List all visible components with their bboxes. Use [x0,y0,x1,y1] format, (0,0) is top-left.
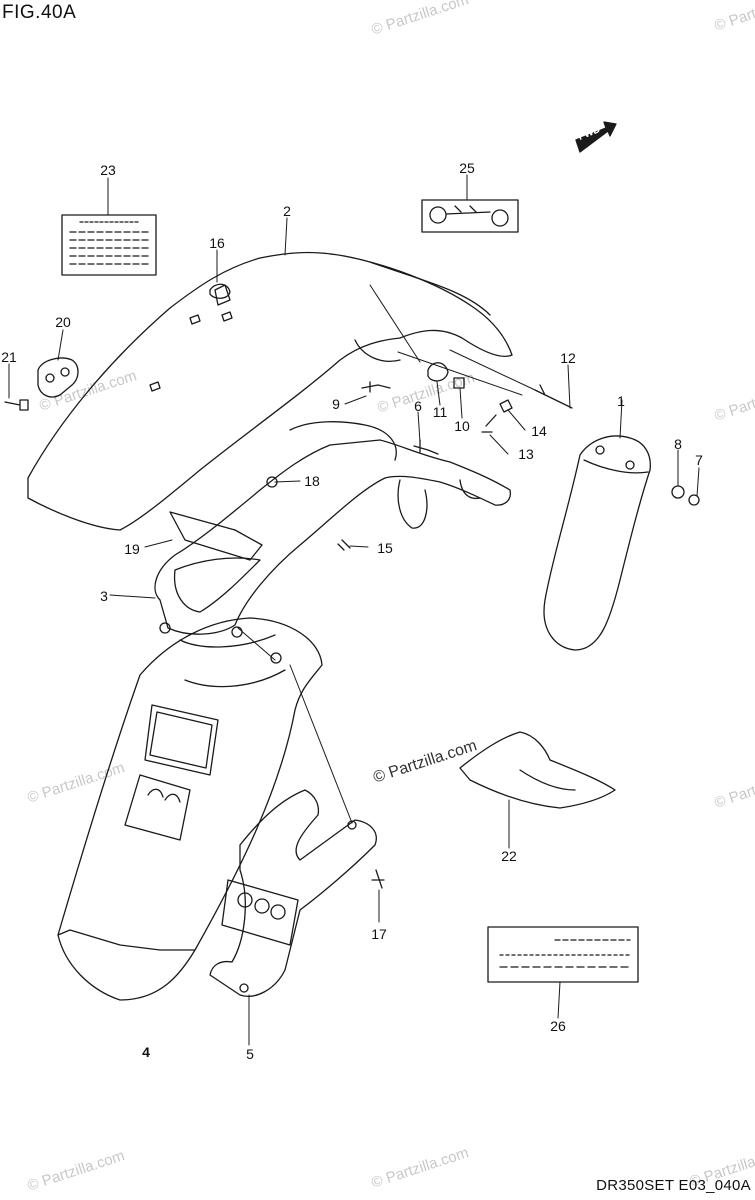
part-3-frame [154,421,511,638]
callout-21: 21 [1,349,17,365]
callout-22: 22 [501,848,517,864]
callout-8: 8 [674,436,682,452]
callout-13: 13 [518,446,534,462]
callout-6: 6 [414,398,422,414]
part-1-mud-flap [543,435,651,651]
callout-17: 17 [371,926,387,942]
callout-16: 16 [209,235,225,251]
callout-26: 26 [550,1018,566,1034]
callout-4: 4 [142,1044,150,1060]
callout-5: 5 [246,1046,254,1062]
part-20-bracket [37,357,79,398]
callout-1: 1 [617,393,625,409]
part-5-bracket [209,789,377,997]
part-26-label [487,926,639,983]
part-19-plate [169,511,263,561]
callout-14: 14 [531,423,547,439]
callout-23: 23 [100,162,116,178]
callout-2: 2 [283,203,291,219]
part-4-inner-fender [57,617,323,1001]
hardware-bolts [4,283,700,889]
callout-7: 7 [695,452,703,468]
part-2-rear-fender [27,251,513,531]
part-22-flap [459,731,616,809]
callout-19: 19 [124,541,140,557]
callout-9: 9 [332,396,340,412]
callout-11: 11 [432,404,448,420]
callout-10: 10 [454,418,470,434]
part-23-label-sticker [61,214,157,276]
leader-lines [8,174,700,1046]
callout-12: 12 [560,350,576,366]
callout-25: 25 [459,160,475,176]
part-25-label [421,199,519,233]
callout-20: 20 [55,314,71,330]
figure-code: DR350SET E03_040A [596,1177,751,1194]
fwd-arrow-icon [575,121,617,153]
callout-15: 15 [377,540,393,556]
figure-title: FIG.40A [2,2,77,23]
callout-18: 18 [304,473,320,489]
callout-3: 3 [100,588,108,604]
